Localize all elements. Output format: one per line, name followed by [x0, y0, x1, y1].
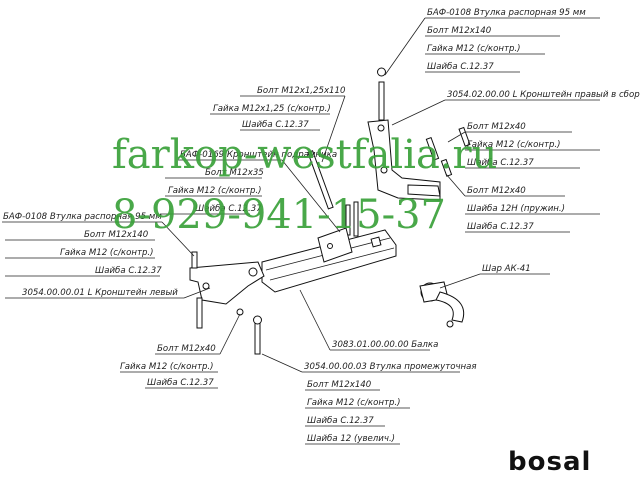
- label-bracket-right: 3054.02.00.00 L Кронштейн правый в сборе: [447, 90, 640, 100]
- label-bottom-left-1: Болт М12х40: [157, 344, 216, 354]
- label-top-right-2: Болт М12х140: [427, 26, 492, 36]
- label-beam: 3083.01.00.00.00 Балка: [332, 340, 438, 350]
- label-center-top-2: Гайка М12х1,25 (с/контр.): [213, 104, 331, 114]
- label-top-right-4: Шайба С.12.37: [427, 62, 494, 72]
- label-bottom-center-1: 3054.00.00.03 Втулка промежуточная: [304, 362, 477, 372]
- label-bottom-center-3: Гайка М12 (с/контр.): [307, 398, 401, 408]
- label-right-group2-3: Шайба С.12.37: [467, 222, 534, 232]
- label-bottom-center-4: Шайба С.12.37: [307, 416, 374, 426]
- bosal-logo: bosal: [508, 447, 591, 477]
- label-middle-left-2: Болт М12х35: [205, 168, 264, 178]
- label-middle-left-4: Шайба С.12.37: [195, 204, 262, 214]
- leader-lines: [2, 17, 600, 445]
- label-left-1: БАФ-0108 Втулка распорная 95 мм: [3, 212, 162, 222]
- label-bottom-center-2: Болт М12х140: [307, 380, 372, 390]
- label-top-right-1: БАФ-0108 Втулка распорная 95 мм: [427, 8, 586, 18]
- label-right-group-2: Гайка М12 (с/контр.): [467, 140, 561, 150]
- label-left-4: Шайба С.12.37: [95, 266, 162, 276]
- label-center-top-1: Болт М12х1,25х110: [257, 86, 346, 96]
- label-bracket-left: 3054.00.00.01 L Кронштейн левый: [22, 288, 178, 298]
- tow-ball: [419, 281, 465, 328]
- label-center-top-3: Шайба С.12.37: [242, 120, 309, 130]
- label-left-2: Болт М12х140: [84, 230, 149, 240]
- label-right-group-1: Болт М12х40: [467, 122, 526, 132]
- label-top-right-3: Гайка М12 (с/контр.): [427, 44, 521, 54]
- labels: БАФ-0108 Втулка распорная 95 мм Болт М12…: [3, 8, 640, 444]
- label-ball: Шар АК-41: [482, 264, 531, 274]
- label-bottom-center-5: Шайба 12 (увелич.): [307, 434, 395, 444]
- label-left-3: Гайка М12 (с/контр.): [60, 248, 154, 258]
- label-bottom-left-3: Шайба С.12.37: [147, 378, 214, 388]
- label-middle-left-3: Гайка М12 (с/контр.): [168, 186, 262, 196]
- watermark-phone: 8-929-941-15-37: [112, 192, 446, 238]
- label-bottom-left-2: Гайка М12 (с/контр.): [120, 362, 214, 372]
- label-right-group2-1: Болт М12х40: [467, 186, 526, 196]
- parts-drawing: [189, 67, 471, 355]
- label-right-group-3: Шайба С.12.37: [467, 158, 534, 168]
- label-middle-left-1: БАФ-0169 Кронштейн подрамника: [180, 150, 337, 160]
- label-right-group2-2: Шайба 12Н (пружин.): [467, 204, 565, 214]
- watermark-site: farkop-westfalia.ru: [112, 132, 497, 178]
